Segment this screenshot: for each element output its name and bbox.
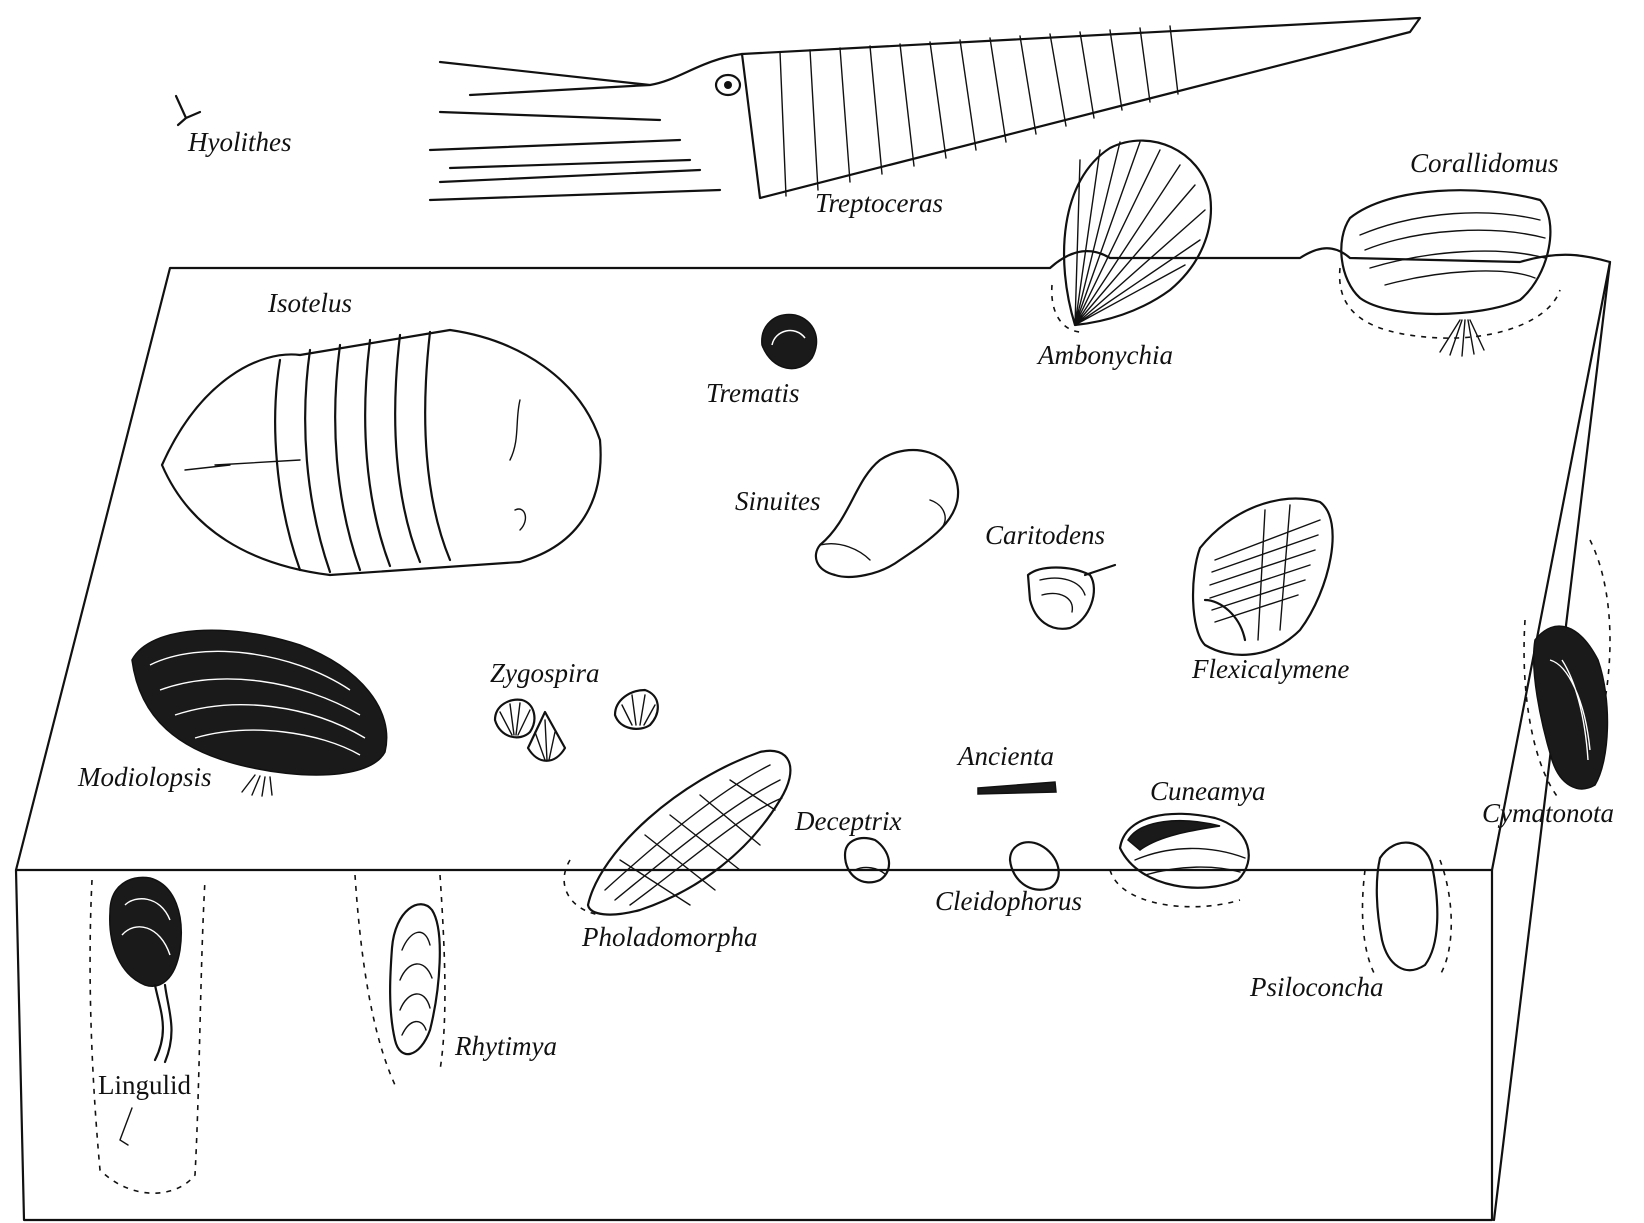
pholadomorpha-fossil [564,751,790,915]
cleidophorus-shell-icon [1010,842,1059,889]
label-deceptrix: Deceptrix [794,806,901,836]
lingulid-shell-icon [110,877,181,986]
sinuites-fossil [816,450,958,577]
pholadomorpha-shell-icon [588,751,790,915]
cuneamya-fossil [1110,814,1249,907]
label-cymatonota: Cymatonota [1482,798,1614,828]
zygospira-fossils [495,690,658,761]
rhytimya-fossil [355,875,445,1085]
label-trematis: Trematis [706,378,800,408]
corallidomus-shell-icon [1341,190,1550,314]
ancienta-shell-icon [978,782,1056,794]
cleidophorus-fossil [1010,842,1059,889]
flexicalymene-fossil [1193,499,1333,655]
hyolithes-shell-icon [176,96,200,125]
psiloconcha-shell-icon [1377,843,1438,971]
label-lingulid: Lingulid [98,1070,191,1100]
zygospira-shell-icon [495,700,534,738]
treptoceras-shell-icon [742,18,1420,198]
lingulid-burrow-mark-icon [120,1108,132,1145]
label-cleidophorus: Cleidophorus [935,886,1082,916]
lingulid-pedicle-icon [155,985,172,1062]
deceptrix-fossil [845,838,889,882]
ambonychia-fossil [1052,141,1211,332]
label-modiolopsis: Modiolopsis [77,762,212,792]
label-ancienta: Ancienta [956,741,1054,771]
label-corallidomus: Corallidomus [1410,148,1559,178]
label-isotelus: Isotelus [267,288,352,318]
label-sinuites: Sinuites [735,486,821,516]
cymatonota-shell-icon [1534,626,1608,789]
label-treptoceras: Treptoceras [815,188,943,218]
lingulid-fossil [90,877,205,1193]
sinuites-shell-icon [816,450,958,577]
corallidomus-fossil [1340,190,1560,356]
trematis-fossil [762,315,817,369]
treptoceras-fossil [430,18,1420,200]
cymatonota-fossil [1524,540,1610,800]
label-rhytimya: Rhytimya [454,1031,557,1061]
label-cuneamya: Cuneamya [1150,776,1265,806]
label-flexicalymene: Flexicalymene [1191,654,1349,684]
label-zygospira: Zygospira [490,658,600,688]
ancienta-fossil [978,782,1056,794]
isotelus-fossil [162,330,601,575]
caritodens-shell-icon [1028,568,1094,629]
label-caritodens: Caritodens [985,520,1105,550]
flexicalymene-carapace-icon [1193,499,1333,655]
trematis-shell-icon [762,315,817,369]
treptoceras-tentacles-icon [430,54,742,200]
caritodens-fossil [1028,565,1115,629]
label-hyolithes: Hyolithes [187,127,291,157]
label-ambonychia: Ambonychia [1036,340,1173,370]
rhytimya-shell-icon [390,904,440,1054]
hyolithes-fossil [176,96,200,125]
psiloconcha-fossil [1362,843,1451,975]
label-pholadomorpha: Pholadomorpha [581,922,758,952]
label-psiloconcha: Psiloconcha [1249,972,1383,1002]
modiolopsis-shell-icon [132,630,387,775]
deceptrix-shell-icon [845,838,889,882]
ambonychia-shell-icon [1064,141,1211,325]
